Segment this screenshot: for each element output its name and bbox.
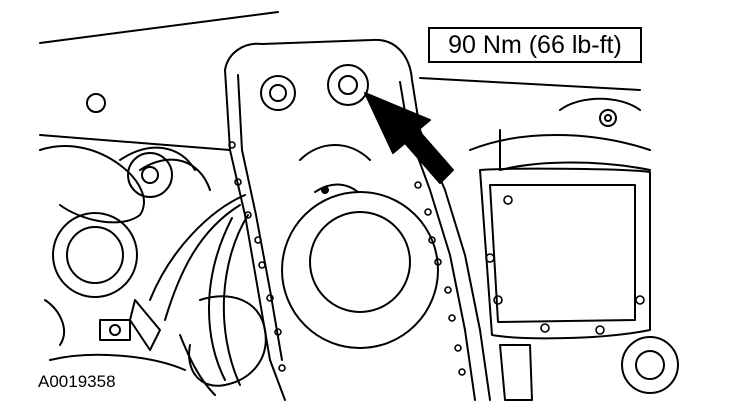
lower-right-bracket bbox=[500, 345, 532, 400]
right-cap-housing bbox=[560, 99, 640, 110]
right-cap-inner bbox=[605, 115, 611, 121]
left-housing bbox=[40, 146, 144, 222]
timing-cover bbox=[225, 40, 490, 400]
right-oil-pan bbox=[480, 169, 650, 339]
lower-left-body bbox=[50, 296, 266, 386]
left-pulley-outer bbox=[53, 213, 137, 297]
bolt-icon bbox=[339, 76, 357, 94]
upper-frame-line bbox=[420, 78, 640, 90]
torque-callout: 90 Nm (66 lb-ft) bbox=[428, 27, 642, 63]
tensioner bbox=[128, 153, 172, 197]
upper-bolt-right bbox=[328, 65, 368, 105]
left-pulley-inner bbox=[67, 227, 123, 283]
upper-bolt-left-head bbox=[270, 85, 286, 101]
oil-pan-bolts bbox=[486, 196, 644, 334]
torque-label: 90 Nm (66 lb-ft) bbox=[448, 30, 622, 59]
bracket bbox=[100, 320, 130, 340]
callout-arrow-icon bbox=[365, 93, 453, 183]
upper-bolt-left bbox=[261, 76, 295, 110]
figure-id: A0019358 bbox=[38, 372, 116, 391]
lower-left-detail bbox=[45, 300, 215, 395]
cover-rib-upper bbox=[300, 145, 370, 160]
crank-pulley-outer bbox=[282, 192, 438, 348]
bracket-hole bbox=[110, 325, 120, 335]
cover-dot bbox=[322, 187, 328, 193]
lower-right-pulley-inner bbox=[636, 351, 664, 379]
wire-harness bbox=[150, 195, 248, 385]
hoses bbox=[120, 148, 210, 190]
top-edge-line bbox=[40, 12, 278, 43]
cover-fasteners bbox=[229, 142, 465, 375]
timing-cover-inner bbox=[238, 75, 475, 400]
right-cap bbox=[600, 110, 616, 126]
small-hole bbox=[87, 94, 105, 112]
lower-right-pulley bbox=[622, 337, 678, 393]
right-block bbox=[470, 130, 650, 170]
crank-pulley-inner bbox=[310, 212, 410, 312]
left-frame-line bbox=[40, 135, 230, 150]
tensioner-bolt bbox=[142, 167, 158, 183]
cover-rib-lower bbox=[315, 185, 358, 193]
connector-clip bbox=[130, 300, 160, 350]
